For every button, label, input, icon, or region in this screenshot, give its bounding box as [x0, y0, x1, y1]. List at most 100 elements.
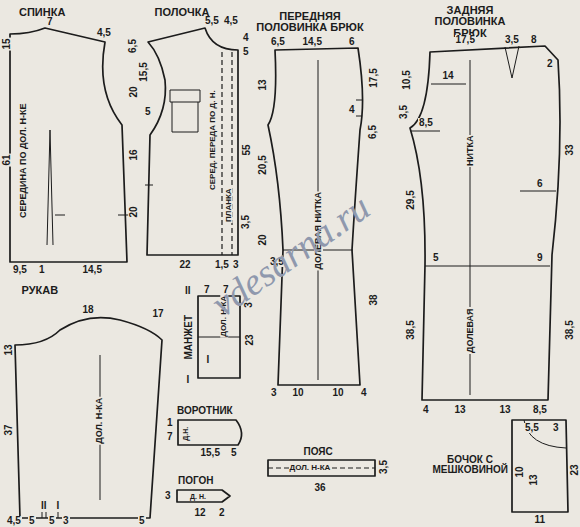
dimension-number: 37: [3, 423, 13, 436]
dimension-number: 18: [82, 305, 95, 315]
dimension-number: 3,5: [399, 104, 409, 120]
dimension-number: 16: [128, 148, 138, 161]
dimension-number: 17,5: [455, 35, 476, 45]
dimension-number: 4: [360, 388, 368, 398]
dimension-number: II: [40, 501, 48, 511]
dimension-number: 9: [536, 253, 544, 263]
piece-contour: [177, 490, 230, 502]
dimension-number: 6,5: [368, 124, 378, 140]
dimension-number: 4: [422, 405, 430, 415]
dimension-number: 5: [48, 516, 56, 526]
dimension-number: 6: [536, 179, 544, 189]
construction-line: [47, 130, 53, 245]
dimension-number: 9,5: [12, 265, 28, 275]
dimension-number: 38: [368, 293, 378, 306]
dimension-number: 20: [128, 85, 138, 98]
dimension-number: 14,5: [302, 37, 323, 47]
construction-line: [356, 116, 362, 117]
dimension-number: 3,5: [504, 35, 520, 45]
piece-title: МАНЖЕТ: [184, 313, 195, 360]
dimension-number: 8,5: [418, 118, 434, 128]
dimension-number: 10: [292, 388, 305, 398]
dimension-number: 12: [194, 508, 207, 518]
dimension-number: 2: [546, 59, 554, 69]
piece-contour: [15, 318, 162, 518]
dimension-number: I: [206, 355, 211, 365]
dimension-number: 15: [1, 37, 11, 50]
dimension-number: 3: [164, 491, 172, 501]
construction-line: [42, 512, 43, 518]
construction-line: [172, 102, 198, 132]
dimension-number: 14: [442, 71, 455, 81]
dimension-number: 13: [454, 405, 467, 415]
grain-note: СЕРЕД. ПЕРЕДА ПО Д. Н.: [209, 89, 217, 191]
dimension-number: 5: [144, 107, 152, 117]
dimension-number: 10: [332, 388, 345, 398]
dimension-number: 4,5: [6, 516, 22, 526]
piece-contour: [198, 296, 240, 378]
piece-title: БОЧОК С МЕШКОВИНОЙ: [432, 455, 509, 476]
dimension-number: 3,5: [379, 459, 389, 475]
dimension-number: 10,5: [401, 69, 411, 90]
dimension-number: 5: [230, 448, 238, 458]
dimension-number: 7: [166, 432, 174, 442]
construction-line: [520, 191, 556, 192]
construction-line: [55, 215, 65, 216]
dimension-number: 1: [166, 418, 174, 428]
dimension-number: 17,5: [368, 67, 378, 88]
dashed-line: [231, 52, 232, 255]
dimension-number: 3: [270, 388, 278, 398]
grain-note: НИТКА: [466, 134, 475, 166]
construction-line: [58, 512, 59, 518]
dimension-number: I: [56, 501, 61, 511]
construction-line: [118, 215, 128, 216]
dimension-number: 3,5: [241, 214, 251, 230]
grain-note: Д. Н.: [189, 493, 207, 500]
piece-contour: [512, 420, 568, 512]
dimension-number: 14,5: [82, 265, 103, 275]
dimension-number: I: [186, 375, 191, 385]
construction-line: [411, 131, 440, 132]
dashed-line: [221, 52, 222, 255]
dimension-number: 4,5: [223, 16, 239, 26]
piece-title: ПОГОН: [177, 476, 215, 487]
grain-note: ДОЛЕВАЯ: [465, 307, 474, 354]
dimension-number: 4,5: [96, 28, 112, 38]
dimension-number: 4: [242, 33, 250, 43]
piece-contour: [410, 46, 560, 400]
dimension-number: 5,5: [204, 16, 220, 26]
watermark: vdesarna.ru: [203, 186, 376, 323]
grain-note: ПЛАНКА: [225, 187, 233, 223]
dimension-number: 5: [28, 516, 36, 526]
dimension-number: 8,5: [532, 405, 548, 415]
dimension-number: 8: [530, 35, 538, 45]
dimension-number: 13: [499, 405, 512, 415]
dimension-number: 6: [348, 37, 356, 47]
construction-line: [431, 84, 466, 85]
dimension-number: 17: [152, 309, 165, 319]
piece-title: ПЕРЕДНЯЯ ПОЛОВИНКА БРЮК: [254, 11, 366, 34]
construction-line: [425, 266, 550, 267]
grain-note: ДОЛ. Н-КА: [289, 464, 332, 472]
pattern-piece: ПОЛОЧКАСЕРЕД. ПЕРЕДА ПО Д. Н.ПЛАНКА: [140, 2, 252, 270]
piece-contour: [178, 420, 242, 445]
dimension-number: 38,5: [405, 319, 415, 340]
grain-note: Д.Н.: [182, 425, 189, 441]
dimension-number: 5: [242, 47, 250, 57]
dimension-number: 20,5: [257, 154, 267, 175]
dimension-number: 13: [3, 343, 13, 356]
dimension-number: 5,5: [524, 423, 540, 433]
grain-note: СЕРЕДИНА ПО ДОЛ. Н-КЕ: [19, 102, 28, 218]
dimension-number: 3: [62, 516, 70, 526]
piece-contour: [268, 460, 375, 476]
construction-line: [283, 250, 353, 251]
grain-note: ДОЛ. Н-КА: [95, 396, 104, 444]
dimension-number: 13: [257, 78, 267, 91]
piece-title: ЗАДНЯЯ ПОЛОВИНКА БРЮК: [419, 5, 521, 40]
construction-line: [198, 337, 240, 338]
piece-title: ПОЯС: [303, 447, 334, 458]
dimension-number: 6,5: [270, 37, 286, 47]
dimension-number: 15,5: [138, 61, 148, 82]
